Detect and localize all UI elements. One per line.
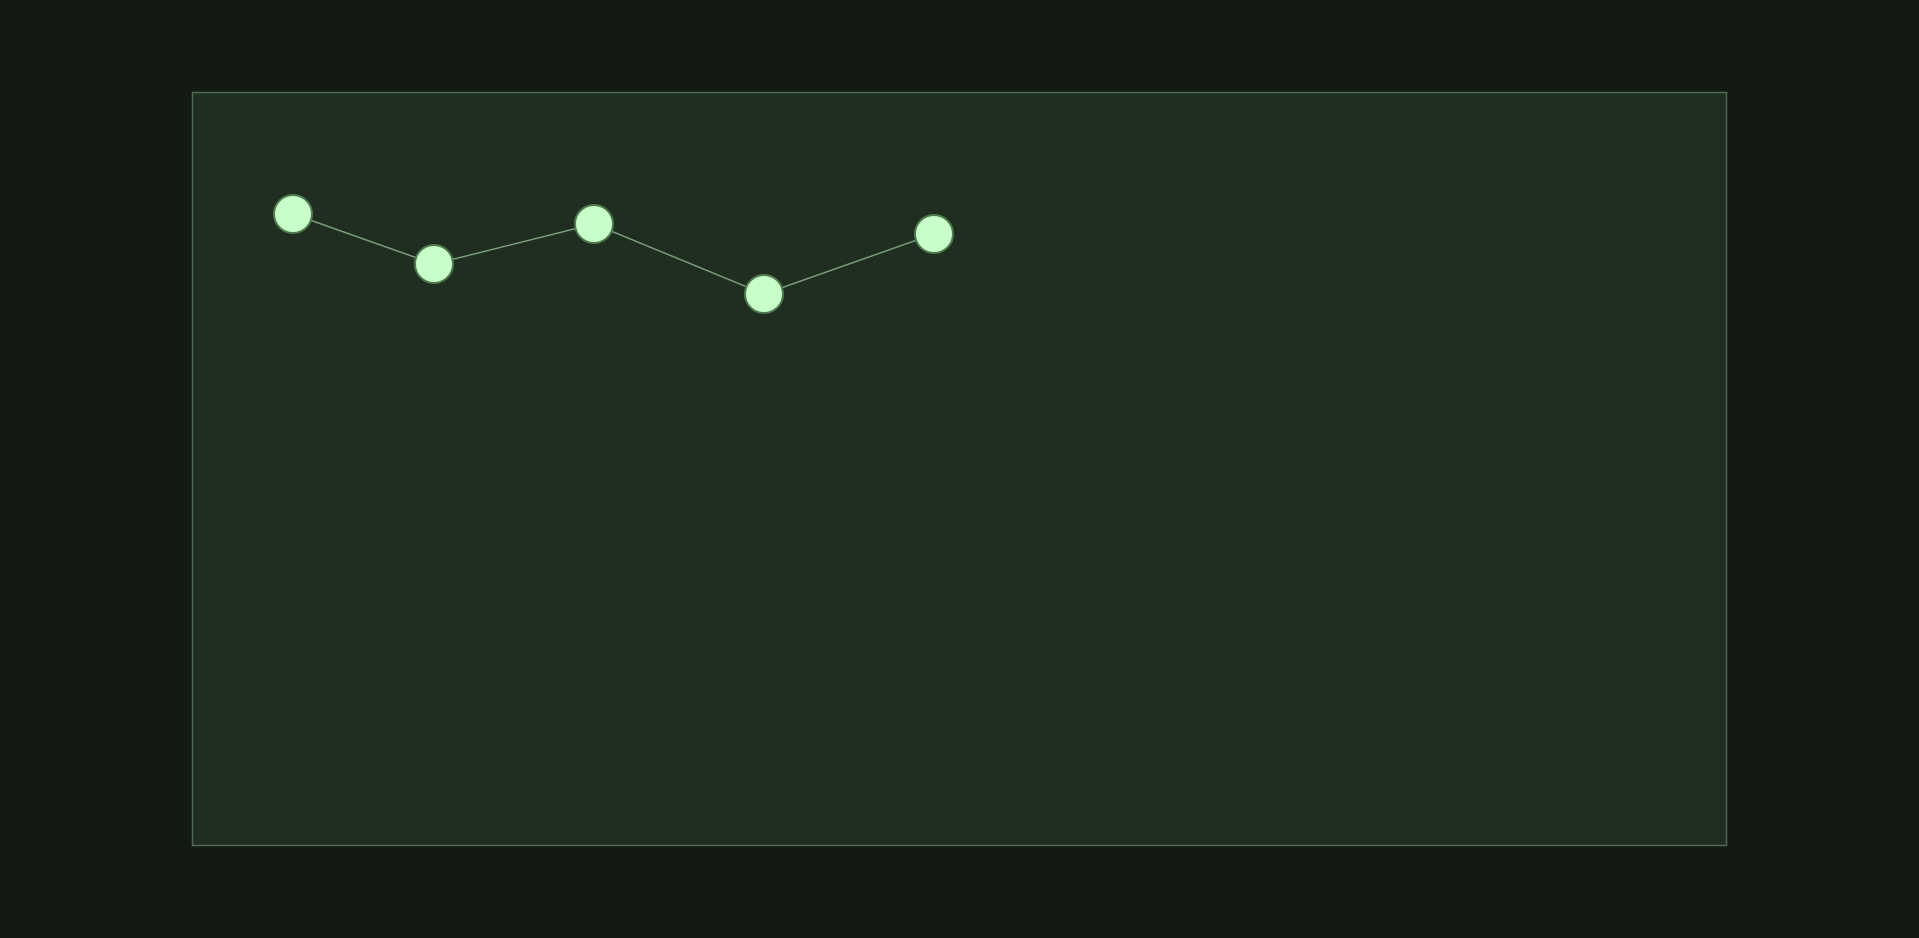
edge-node-2-node-3: [433, 223, 595, 265]
edges-layer: [292, 213, 935, 295]
node-2-circle-node-icon[interactable]: [414, 244, 454, 284]
edge-node-4-node-5: [763, 233, 935, 295]
edge-node-1-node-2: [292, 213, 435, 265]
canvas-frame: [191, 91, 1728, 847]
node-1-circle-node-icon[interactable]: [273, 194, 313, 234]
node-3-circle-node-icon[interactable]: [574, 204, 614, 244]
node-4-circle-node-icon[interactable]: [744, 274, 784, 314]
node-5-circle-node-icon[interactable]: [914, 214, 954, 254]
nodes-layer: [273, 194, 954, 314]
edge-node-3-node-4: [593, 223, 765, 295]
